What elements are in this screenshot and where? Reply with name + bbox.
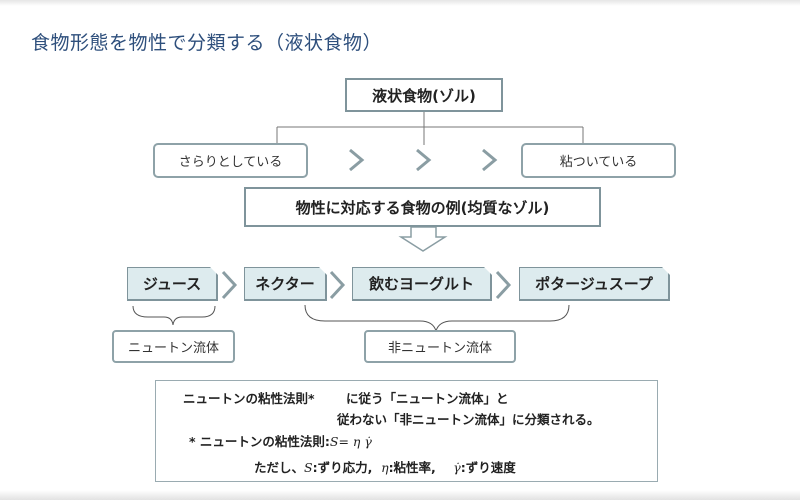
note-box: ニュートンの粘性法則* に従う「ニュートン流体」と 従わない「非ニュートン流体」…: [155, 380, 658, 482]
example-chevron-1: [221, 270, 238, 300]
symbol-s: S: [304, 460, 313, 475]
scale-low-viscosity-box: さらりとしている: [153, 143, 308, 178]
legend-prefix: ただし、: [254, 460, 305, 475]
scale-high-viscosity-box: 粘ついている: [521, 143, 676, 178]
law-label: * ニュートンの粘性法則:: [189, 434, 330, 449]
note-line-1a: ニュートンの粘性法則*: [183, 391, 315, 406]
scale-chevron-2: [416, 148, 432, 172]
top-shadow-bar: [0, 0, 800, 6]
law-formula: S= η γ̇: [329, 434, 372, 449]
symbol-gamma-desc: :ずり速度: [460, 460, 516, 475]
note-line-4: ただし、S:ずり応力, η:粘性率, γ̇:ずり速度: [254, 457, 516, 476]
example-potage-soup: ポタージュスープ: [519, 267, 670, 301]
brace-non-newtonian: [304, 304, 570, 333]
brace-newtonian: [132, 305, 216, 326]
scale-chevron-3: [482, 148, 498, 172]
symbol-eta: η: [381, 460, 389, 475]
example-drinking-yogurt: 飲むヨーグルト: [352, 267, 492, 301]
page-title: 食物形態を物性で分類する（液状食物）: [31, 32, 383, 54]
down-arrow-icon: [398, 226, 448, 252]
label-newtonian-fluid: ニュートン流体: [112, 330, 235, 363]
symbol-gamma: γ̇: [453, 460, 461, 475]
note-line-3: * ニュートンの粘性法則:S= η γ̇: [189, 431, 372, 450]
sol-box: 液状食物(ゾル): [345, 78, 503, 112]
scale-chevron-1: [349, 148, 365, 172]
label-non-newtonian-fluid: 非ニュートン流体: [364, 330, 516, 363]
bottom-shadow-bar: [0, 490, 800, 500]
symbol-s-desc: :ずり応力,: [312, 460, 373, 475]
example-nectar: ネクター: [244, 267, 327, 301]
symbol-eta-desc: :粘性率,: [388, 460, 436, 475]
note-line-2: 従わない「非ニュートン流体」に分類される。: [337, 412, 600, 427]
example-header-box: 物性に対応する食物の例(均質なゾル): [244, 187, 601, 227]
example-juice: ジュース: [127, 267, 218, 301]
note-line-1b: に従う「ニュートン流体」と: [346, 391, 509, 406]
example-chevron-3: [495, 270, 512, 300]
example-chevron-2: [329, 270, 346, 300]
